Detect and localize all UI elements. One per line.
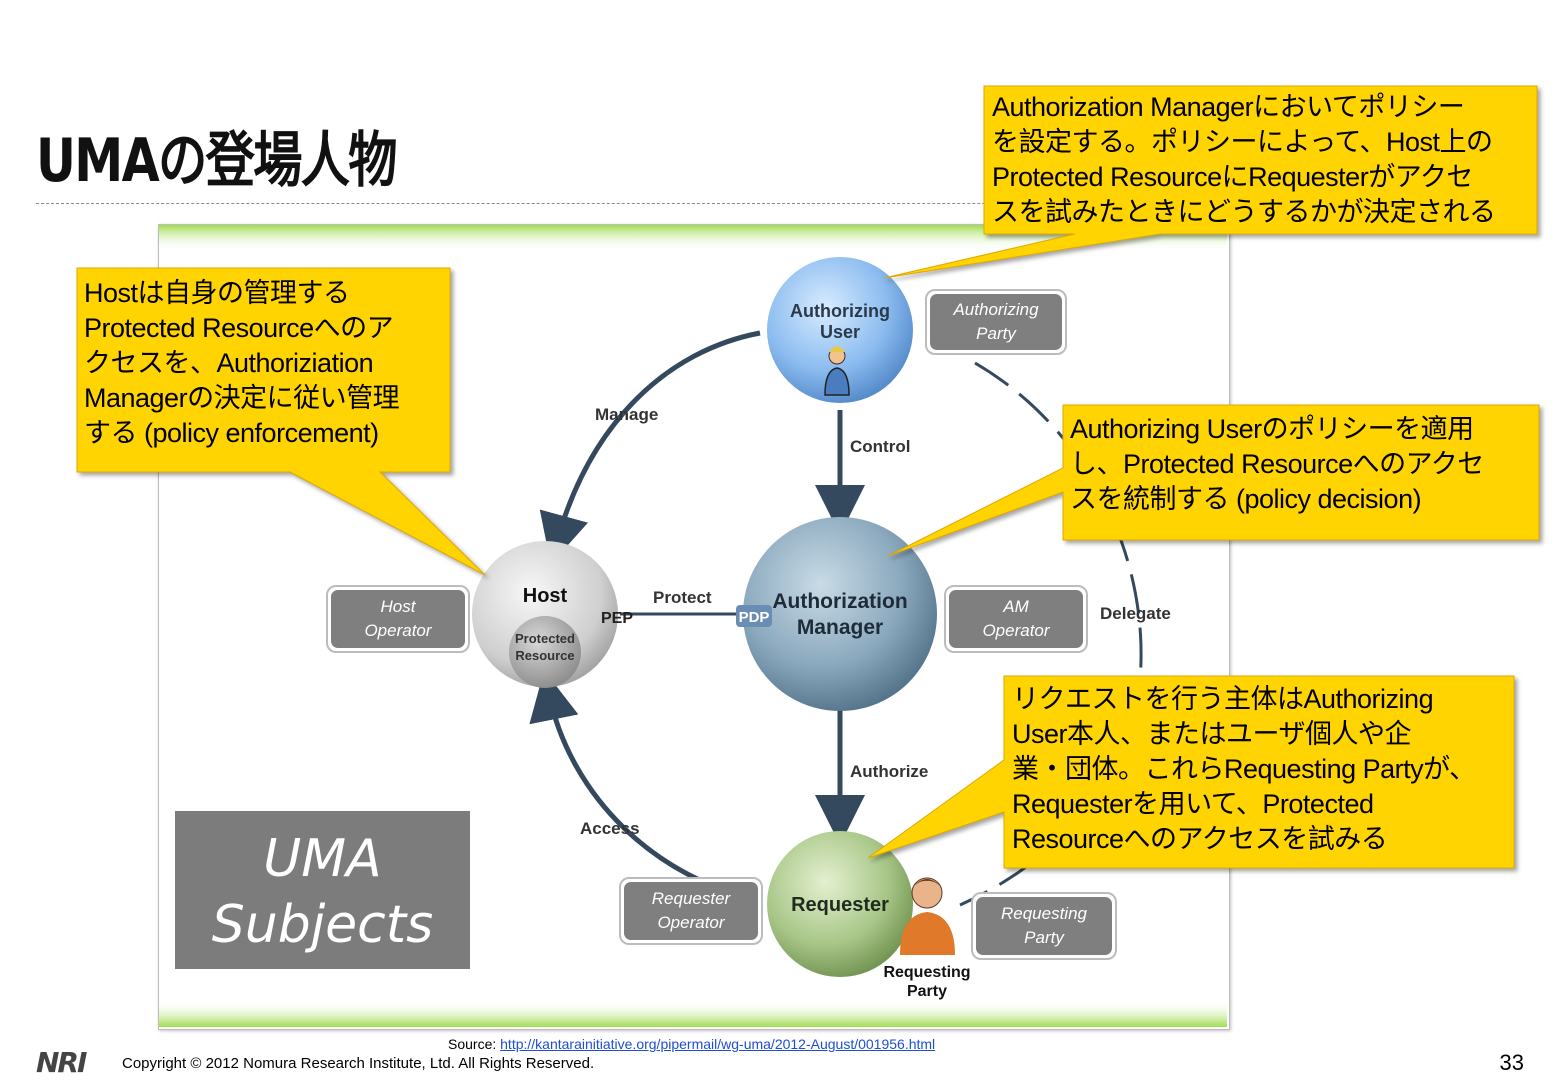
am-operator-line-1: AM [1002,597,1029,616]
authorization-manager-node [743,517,937,711]
requester-node [767,831,913,977]
callout-line: リクエストを行う主体はAuthorizing [1012,684,1434,714]
callout-line: User本人、またはユーザ個人や企 [1012,719,1411,749]
authorize-label: Authorize [850,762,928,781]
callout-requester: リクエストを行う主体はAuthorizing User本人、またはユーザ個人や企… [1012,682,1476,857]
authorization-manager-label-1: Authorization [772,590,907,613]
requester-operator-line-1: Requester [652,889,732,908]
callout-line: クセスを、Authoriziation [84,348,374,378]
callout-line: Authorizing Userのポリシーを適用 [1070,414,1474,444]
source-link[interactable]: http://kantarainitiative.org/pipermail/w… [500,1036,936,1052]
callout-host: Hostは自身の管理する Protected Resourceへのア クセスを、… [84,276,400,451]
manage-arrow [539,330,761,565]
manage-label: Manage [595,405,658,424]
callout-line: する (policy enforcement) [84,418,379,448]
protected-resource-label-1: Protected [515,631,575,646]
callout-line: スを試みたときにどうするかが決定される [992,197,1496,227]
title-divider [36,203,1536,204]
page-number: 33 [1499,1050,1524,1075]
am-operator-line-2: Operator [982,621,1050,640]
am-operator-box: AM Operator [944,585,1088,653]
requesting-party-line-1: Requesting [1001,904,1088,923]
callout-line: Protected Resourceへのア [84,313,394,343]
callout-line: Requesterを用いて、Protected [1012,789,1374,819]
host-operator-line-1: Host [381,597,417,616]
host-operator-box: Host Operator [326,585,470,653]
protected-resource-label-2: Resource [515,648,574,663]
pdp-tag-bg [736,605,772,627]
callout-requester-shape [867,675,1515,869]
callout-line: Hostは自身の管理する [84,278,350,308]
control-label: Control [850,437,910,456]
requesting-party-label-1: Requesting [883,964,970,981]
callout-authorization-manager: Authorization Managerにおいてポリシー を設定する。ポリシー… [992,90,1496,230]
requesting-party-label-2: Party [907,983,947,1000]
slide-title: UMAの登場人物 [36,126,398,196]
callout-host-shape [76,267,486,576]
person-icon [824,346,850,396]
callout-line: スを統制する (policy decision) [1070,484,1422,514]
authorizing-party-box: Authorizing Party [925,289,1067,355]
nri-logo: NRI [36,1046,87,1079]
callout-line: し、Protected Resourceへのアクセ [1070,449,1484,479]
callout-line: Managerの決定に従い管理 [84,383,400,413]
protected-resource-node [509,616,581,688]
requester-operator-line-2: Operator [657,913,725,932]
authorizing-user-node [767,257,913,403]
authorizing-user-label-2: User [820,322,860,342]
uma-badge-line-1: UMA [263,829,382,889]
authorization-manager-label-2: Manager [797,616,883,639]
access-arrow [529,670,761,903]
requesting-party-box: Requesting Party [971,892,1117,960]
pdp-tag: PDP [739,609,770,626]
callout-line: Resourceへのアクセスを試みる [1012,824,1388,854]
uma-subjects-badge: UMA Subjects [175,811,470,969]
source-label: Source: [448,1036,497,1052]
callout-policy-decision: Authorizing Userのポリシーを適用 し、Protected Res… [1070,412,1484,517]
source-citation: Source: http://kantarainitiative.org/pip… [448,1036,935,1052]
requesting-party-person-icon [900,877,955,955]
pep-tag: PEP [601,610,633,627]
host-label: Host [523,585,568,607]
uma-badge-line-2: Subjects [211,895,434,955]
protect-label: Protect [653,588,712,607]
callout-line: 業・団体。これらRequesting Partyが、 [1012,754,1476,784]
callout-line: Authorization Managerにおいてポリシー [992,92,1465,122]
host-node [472,541,618,687]
requester-operator-box: Requester Operator [619,877,763,945]
requesting-party-line-2: Party [1024,928,1065,947]
callout-authorization-manager-shape [883,85,1538,279]
access-label: Access [580,819,640,838]
authorizing-party-line-1: Authorizing [952,300,1039,319]
requester-label: Requester [791,894,889,916]
frame-bottom-bar [159,1000,1227,1027]
authorizing-party-line-2: Party [976,324,1017,343]
authorizing-user-label-1: Authorizing [790,301,890,321]
callout-line: Protected ResourceにRequesterがアクセ [992,162,1473,192]
copyright-notice: Copyright © 2012 Nomura Research Institu… [122,1055,595,1072]
callout-line: を設定する。ポリシーによって、Host上の [992,127,1493,157]
delegate-label: Delegate [1100,604,1171,623]
callout-policy-decision-shape [887,404,1540,557]
host-operator-line-2: Operator [364,621,432,640]
